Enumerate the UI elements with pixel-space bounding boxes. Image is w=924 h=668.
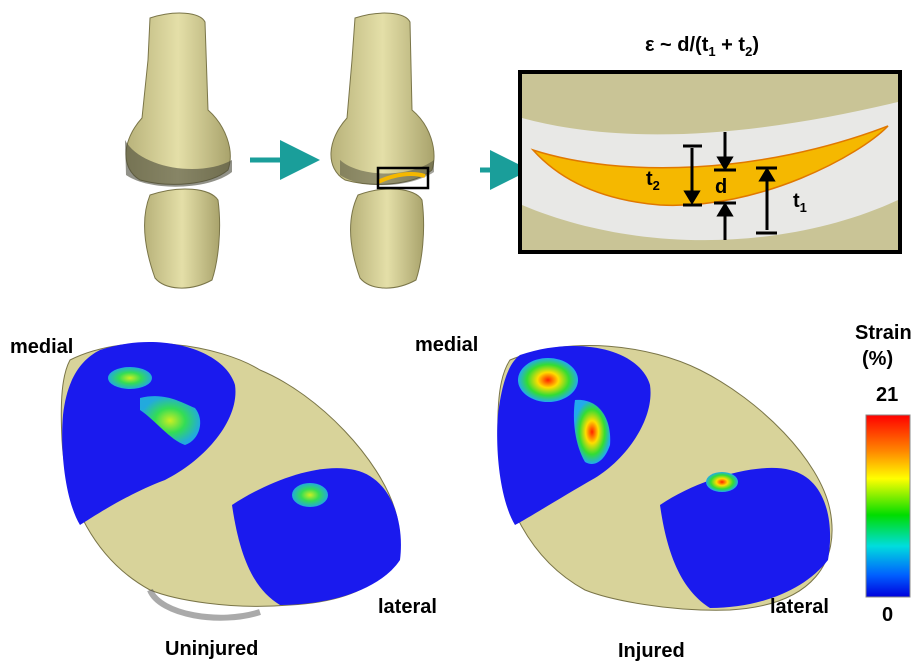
t1-label: t1 [793, 190, 807, 215]
colorbar [866, 415, 910, 597]
uninjured-caption: Uninjured [165, 638, 258, 661]
uninjured-lateral-label: lateral [378, 596, 437, 619]
uninjured-medial-label: medial [10, 336, 73, 359]
d-label: d [715, 176, 727, 199]
colorbar-title-line2: (%) [862, 348, 893, 371]
injured-caption: Injured [618, 640, 685, 663]
strain-formula: ε ~ d/(t1 + t2) [645, 34, 759, 59]
colorbar-title-line1: Strain [855, 322, 912, 345]
knee-model-1 [125, 13, 232, 288]
inset-panel [520, 72, 900, 252]
injured-medial-label: medial [415, 334, 478, 357]
colorbar-min-label: 0 [882, 604, 893, 627]
knee-model-2 [331, 13, 434, 288]
injured-lateral-label: lateral [770, 596, 829, 619]
t2-label: t2 [646, 168, 660, 193]
uninjured-tibia-map [61, 342, 401, 618]
colorbar-max-label: 21 [876, 384, 898, 407]
injured-tibia-map [497, 346, 832, 611]
